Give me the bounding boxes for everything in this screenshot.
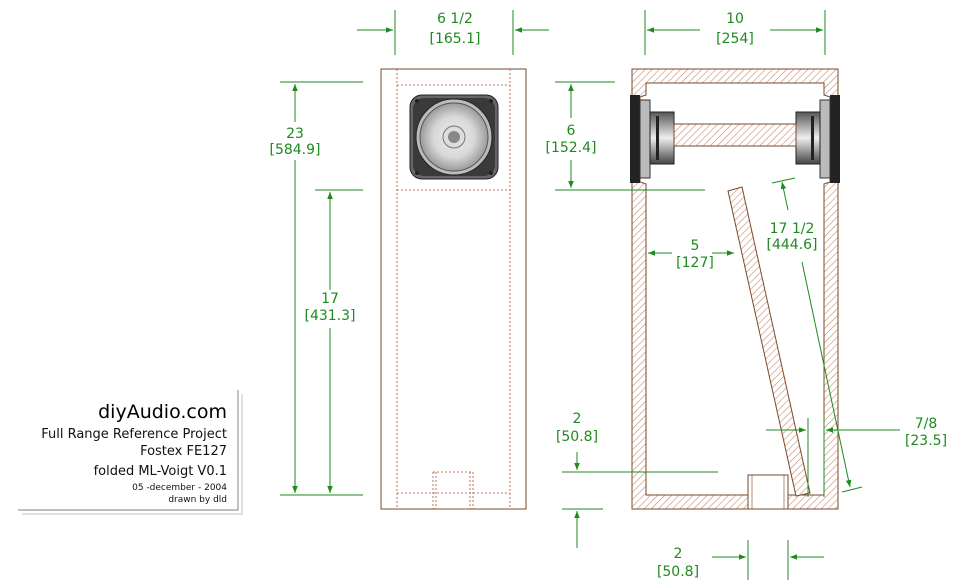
title-project: Full Range Reference Project bbox=[41, 427, 227, 442]
side-view bbox=[630, 68, 840, 510]
dim-gap: 5 [127] bbox=[648, 238, 734, 271]
dim-lower-height: 17 [431.3] bbox=[304, 189, 363, 493]
slanted-board bbox=[727, 186, 811, 497]
dim-port-height-mm: [50.8] bbox=[556, 429, 598, 445]
driver-front bbox=[409, 94, 499, 180]
dim-wall-thickness-in: 7/8 bbox=[915, 416, 938, 432]
dim-port-width-in: 2 bbox=[674, 546, 683, 562]
driver-brace bbox=[673, 123, 797, 147]
dim-board-length-in: 17 1/2 bbox=[770, 221, 815, 237]
dim-board-length: 17 1/2 [444.6] bbox=[766, 177, 863, 493]
front-hidden-lines bbox=[396, 69, 511, 510]
dim-driver-section: 6 [152.4] bbox=[545, 81, 705, 191]
dim-port-height: 2 [50.8] bbox=[556, 411, 718, 548]
title-design: folded ML-Voigt V0.1 bbox=[94, 464, 227, 479]
dim-front-width-in: 6 1/2 bbox=[437, 11, 473, 27]
port-block bbox=[747, 474, 789, 510]
title-date: 05 -december - 2004 bbox=[132, 483, 227, 493]
dim-side-depth-in: 10 bbox=[726, 11, 744, 27]
dim-wall-thickness-mm: [23.5] bbox=[905, 433, 947, 449]
title-driver: Fostex FE127 bbox=[140, 444, 227, 459]
dim-total-height: 23 [584.9] bbox=[269, 81, 363, 496]
dim-wall-thickness: 7/8 [23.5] bbox=[766, 416, 947, 497]
title-block: diyAudio.com Full Range Reference Projec… bbox=[18, 390, 243, 515]
dim-side-depth: 10 [254] bbox=[644, 10, 826, 55]
dim-driver-section-in: 6 bbox=[567, 123, 576, 139]
dim-board-length-mm: [444.6] bbox=[766, 237, 817, 253]
dim-total-height-mm: [584.9] bbox=[269, 142, 320, 158]
driver-right-side bbox=[795, 95, 840, 183]
dim-side-depth-mm: [254] bbox=[716, 31, 754, 47]
dim-port-width-mm: [50.8] bbox=[657, 564, 699, 580]
dimensions: 6 1/2 [165.1] 23 [584.9] 17 [431.3] 10 bbox=[269, 10, 947, 580]
dim-gap-in: 5 bbox=[691, 238, 700, 254]
dim-port-height-in: 2 bbox=[573, 411, 582, 427]
title-author: drawn by dld bbox=[168, 495, 227, 505]
title-site: diyAudio.com bbox=[98, 401, 227, 423]
dim-front-width: 6 1/2 [165.1] bbox=[357, 10, 549, 55]
dim-front-width-mm: [165.1] bbox=[429, 31, 480, 47]
front-view bbox=[380, 68, 527, 510]
driver-left-side bbox=[630, 95, 675, 183]
dim-total-height-in: 23 bbox=[286, 126, 304, 142]
dim-lower-height-in: 17 bbox=[321, 291, 339, 307]
dim-lower-height-mm: [431.3] bbox=[304, 308, 355, 324]
dim-gap-mm: [127] bbox=[676, 255, 714, 271]
dim-driver-section-mm: [152.4] bbox=[545, 140, 596, 156]
dim-port-width: 2 [50.8] bbox=[657, 540, 824, 580]
